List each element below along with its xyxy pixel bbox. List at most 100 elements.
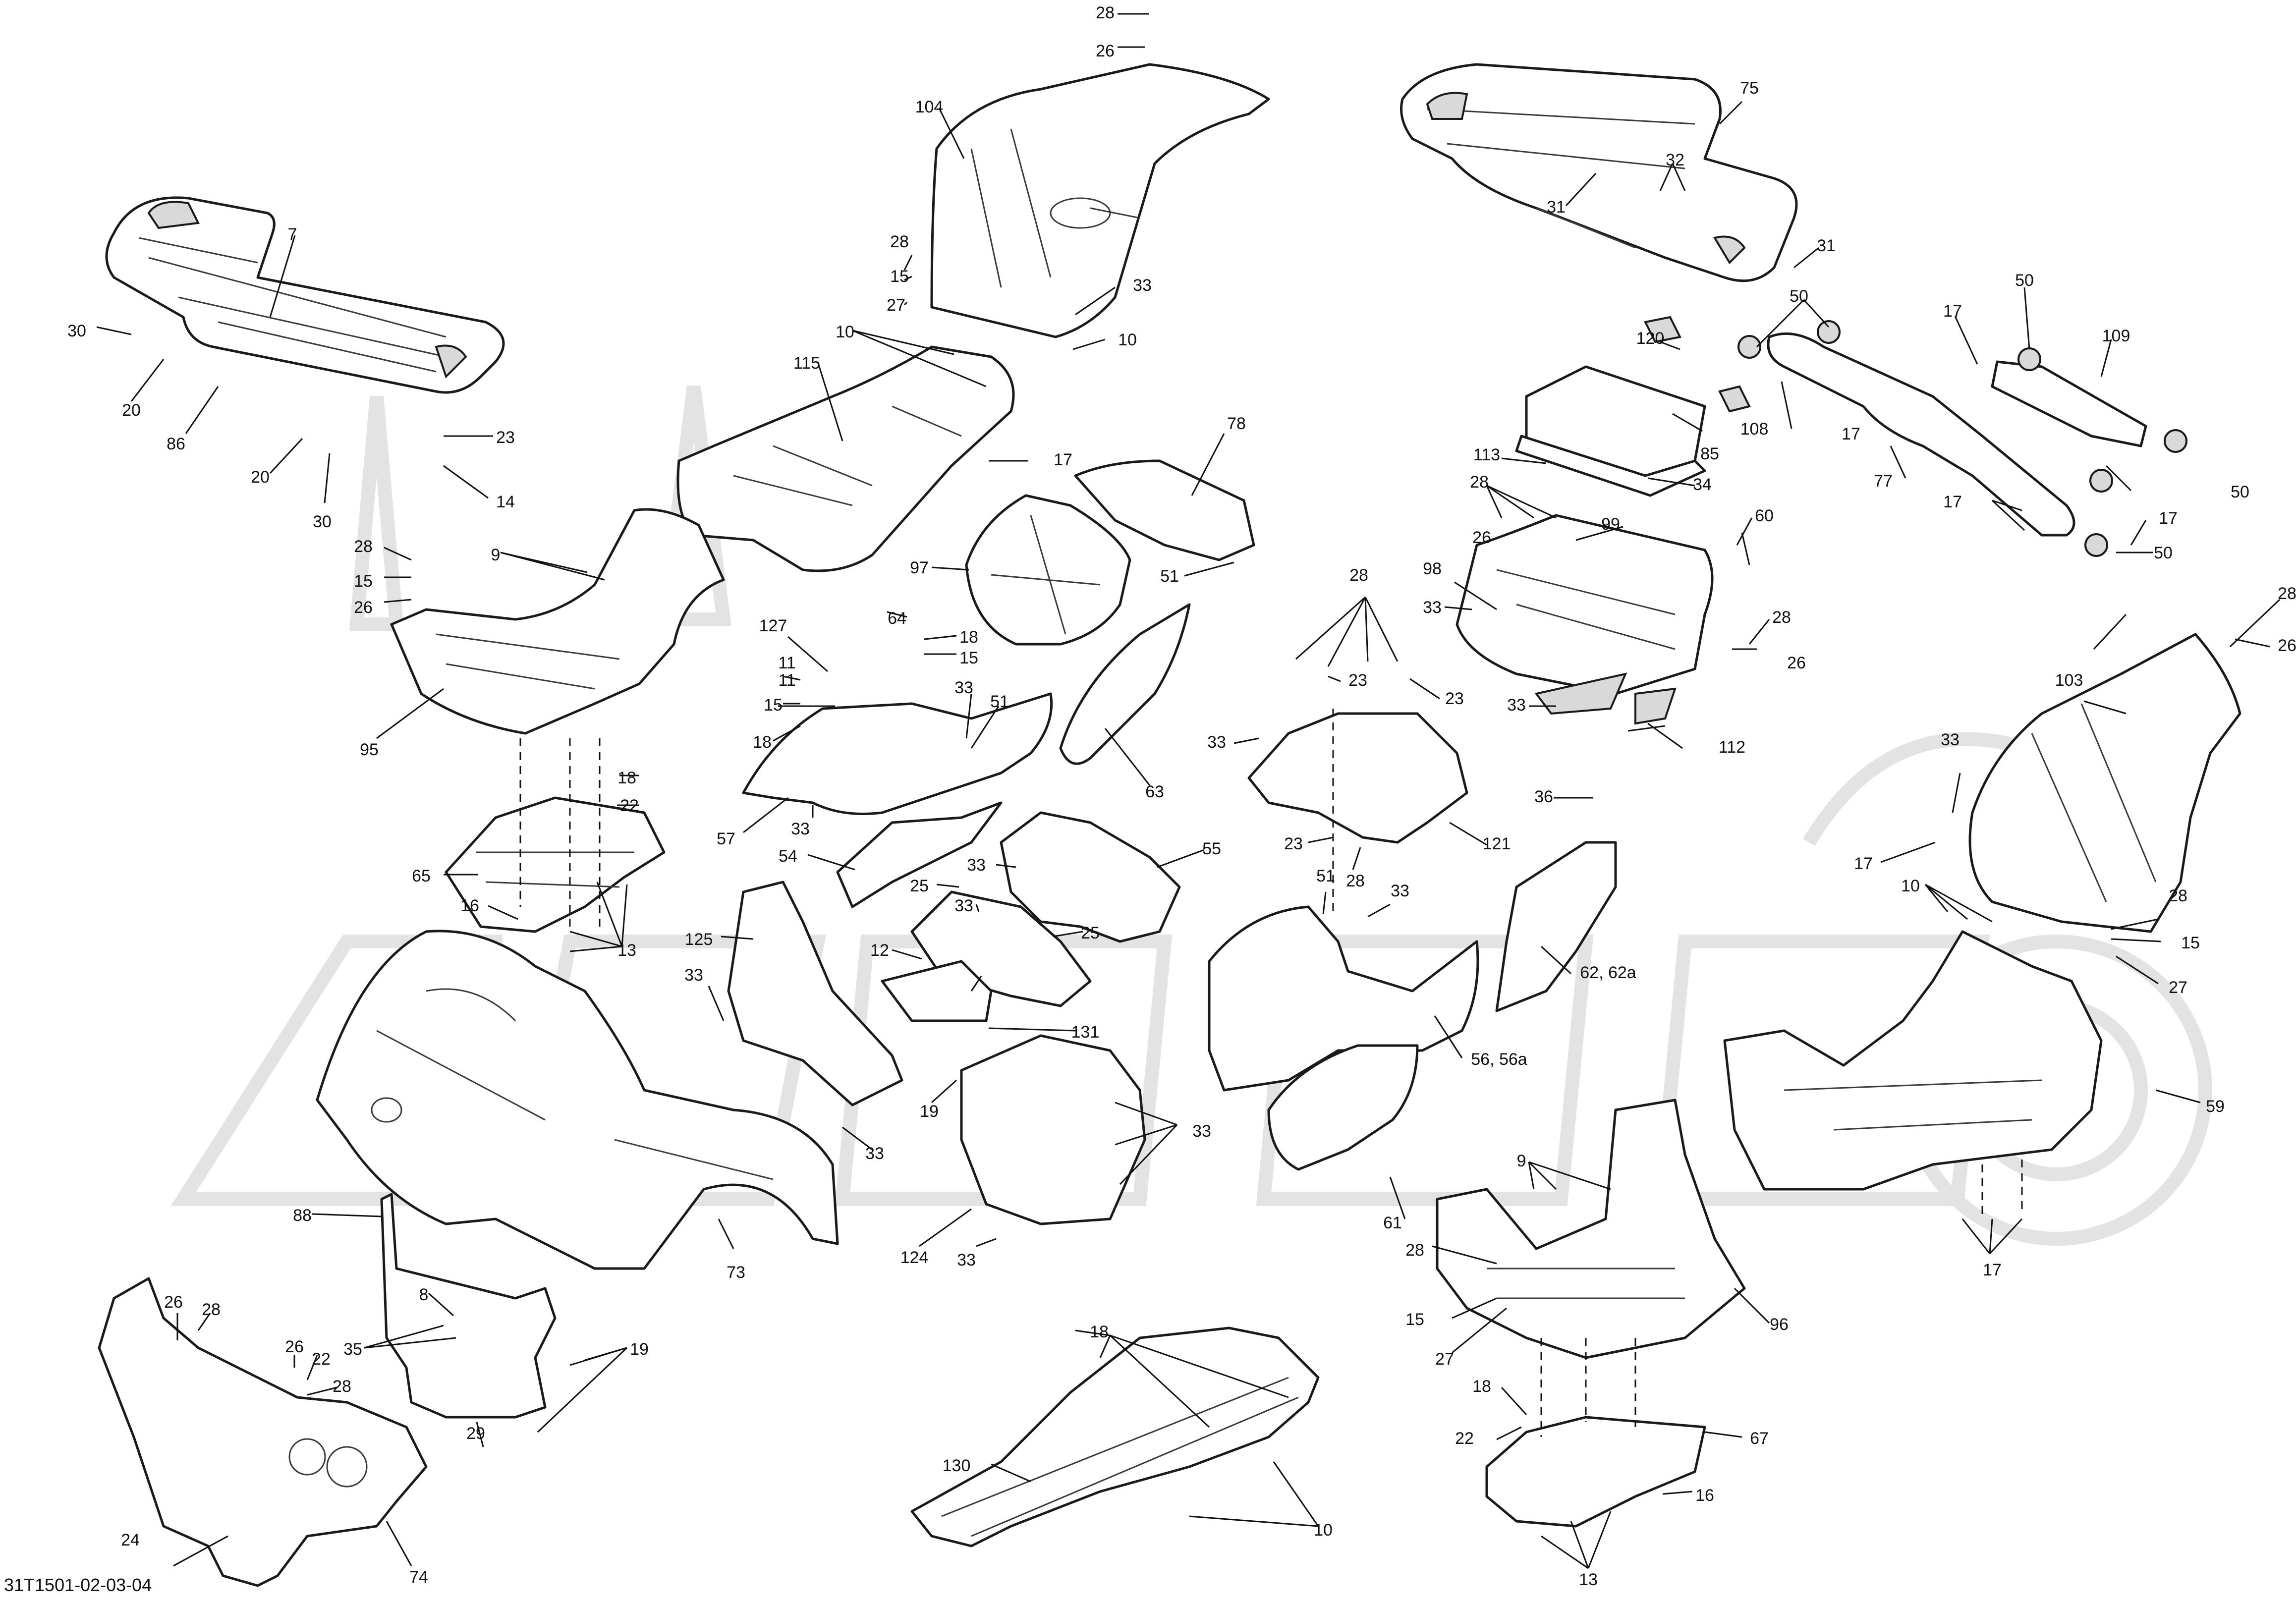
panel-63: [1059, 603, 1191, 765]
callout-29: 29: [466, 1424, 485, 1443]
callout-30b: 30: [313, 512, 332, 531]
callout-30a: 30: [67, 322, 86, 340]
callout-17c: 17: [1842, 425, 1860, 443]
callout-28i: 28: [1346, 872, 1365, 890]
callout-13a: 13: [617, 941, 636, 960]
callout-97: 97: [910, 558, 929, 577]
callout-15c: 15: [959, 649, 978, 667]
callout-18b: 18: [753, 733, 772, 752]
callout-18c: 18: [617, 769, 636, 787]
callout-51a: 51: [1160, 567, 1179, 586]
callout-23b: 23: [1348, 671, 1367, 690]
callout-28l: 28: [1405, 1241, 1424, 1260]
callout-31b: 31: [1817, 236, 1836, 255]
callout-60: 60: [1755, 506, 1774, 525]
callout-86: 86: [167, 435, 185, 453]
callout-33k: 33: [1507, 696, 1526, 715]
callout-28d: 28: [202, 1300, 221, 1319]
front-rack: [105, 196, 505, 394]
callout-51b: 51: [990, 692, 1009, 711]
callout-73: 73: [727, 1263, 745, 1282]
footwell-65: [445, 796, 666, 933]
callout-63: 63: [1145, 782, 1164, 801]
callout-10a: 10: [836, 323, 854, 341]
callout-56: 56, 56a: [1471, 1050, 1527, 1069]
callout-28j: 28: [2278, 584, 2296, 603]
callout-16b: 16: [1695, 1486, 1714, 1505]
callout-88: 88: [293, 1206, 312, 1225]
callout-10d: 10: [1901, 877, 1920, 895]
headlight-shroud-97: [965, 494, 1131, 646]
callout-28b: 28: [890, 232, 909, 251]
callout-26f: 26: [1787, 654, 1806, 672]
callout-23d: 23: [1284, 834, 1303, 853]
callout-28e: 28: [333, 1377, 351, 1396]
callout-33m: 33: [1391, 882, 1409, 900]
rear-tub-98: [1456, 514, 1714, 725]
callout-78: 78: [1227, 414, 1246, 433]
skid-plate-130: [910, 1327, 1320, 1548]
rear-fender-103: [1968, 633, 2241, 933]
callout-27a: 27: [887, 296, 905, 315]
callout-15d: 15: [764, 696, 783, 715]
callout-125: 125: [685, 930, 713, 949]
callout-36: 36: [1534, 787, 1553, 806]
callout-50b: 50: [2015, 271, 2034, 290]
callout-26c: 26: [164, 1293, 183, 1312]
callout-65: 65: [412, 867, 431, 885]
callout-103: 103: [2055, 671, 2083, 690]
footwell-59: [1723, 930, 2103, 1191]
callout-27c: 27: [1435, 1350, 1454, 1369]
callout-16a: 16: [460, 896, 479, 915]
callout-23c: 23: [1445, 689, 1464, 708]
callout-120: 120: [1636, 329, 1665, 348]
callout-33c: 33: [791, 820, 810, 838]
callout-28h: 28: [1349, 566, 1368, 585]
callout-99: 99: [1601, 515, 1620, 534]
callout-130: 130: [943, 1456, 971, 1475]
callout-127: 127: [759, 616, 787, 635]
callout-28a: 28: [1096, 3, 1115, 22]
callout-22c: 22: [1455, 1429, 1474, 1448]
callout-57: 57: [717, 829, 735, 848]
bracket-121: [1247, 712, 1468, 844]
callout-18d: 18: [1090, 1323, 1109, 1341]
callout-10c: 10: [1314, 1521, 1333, 1540]
callout-54: 54: [779, 847, 797, 866]
storage-box-85: [1515, 316, 1751, 497]
callout-10b: 10: [1118, 331, 1137, 349]
callout-26a: 26: [1096, 42, 1115, 60]
callout-19b: 19: [630, 1340, 649, 1359]
callout-25a: 25: [910, 877, 929, 895]
callout-50c: 50: [2231, 483, 2249, 501]
reference-code: 31T1501-02-03-04: [4, 1575, 152, 1595]
callout-121: 121: [1483, 834, 1511, 853]
rear-bracket-77: [1737, 320, 2187, 557]
callout-33a: 33: [1133, 276, 1152, 295]
callout-50a: 50: [1790, 287, 1808, 306]
callout-12: 12: [870, 941, 889, 960]
callout-26d: 26: [285, 1337, 304, 1356]
callout-22a: 22: [620, 796, 639, 815]
callout-33d: 33: [967, 856, 986, 875]
callout-17b: 17: [1943, 302, 1962, 321]
callout-115: 115: [793, 354, 820, 373]
callout-19a: 19: [920, 1102, 939, 1121]
callout-23a: 23: [496, 428, 515, 447]
callout-11b: 11: [778, 671, 795, 690]
callout-109: 109: [2102, 327, 2130, 345]
footwell-96: [1436, 1099, 1746, 1359]
callout-18a: 18: [959, 628, 978, 647]
callout-33i: 33: [957, 1251, 976, 1270]
callout-67: 67: [1750, 1429, 1769, 1448]
callout-33f: 33: [684, 966, 703, 985]
callout-7: 7: [288, 225, 297, 244]
callout-9a: 9: [491, 546, 501, 564]
footrest-67: [1485, 1416, 1706, 1528]
callout-22b: 22: [312, 1350, 331, 1369]
callout-35: 35: [343, 1340, 362, 1359]
callout-28f: 28: [1470, 473, 1489, 492]
callout-25b: 25: [1081, 924, 1100, 942]
callout-131: 131: [1071, 1023, 1100, 1042]
